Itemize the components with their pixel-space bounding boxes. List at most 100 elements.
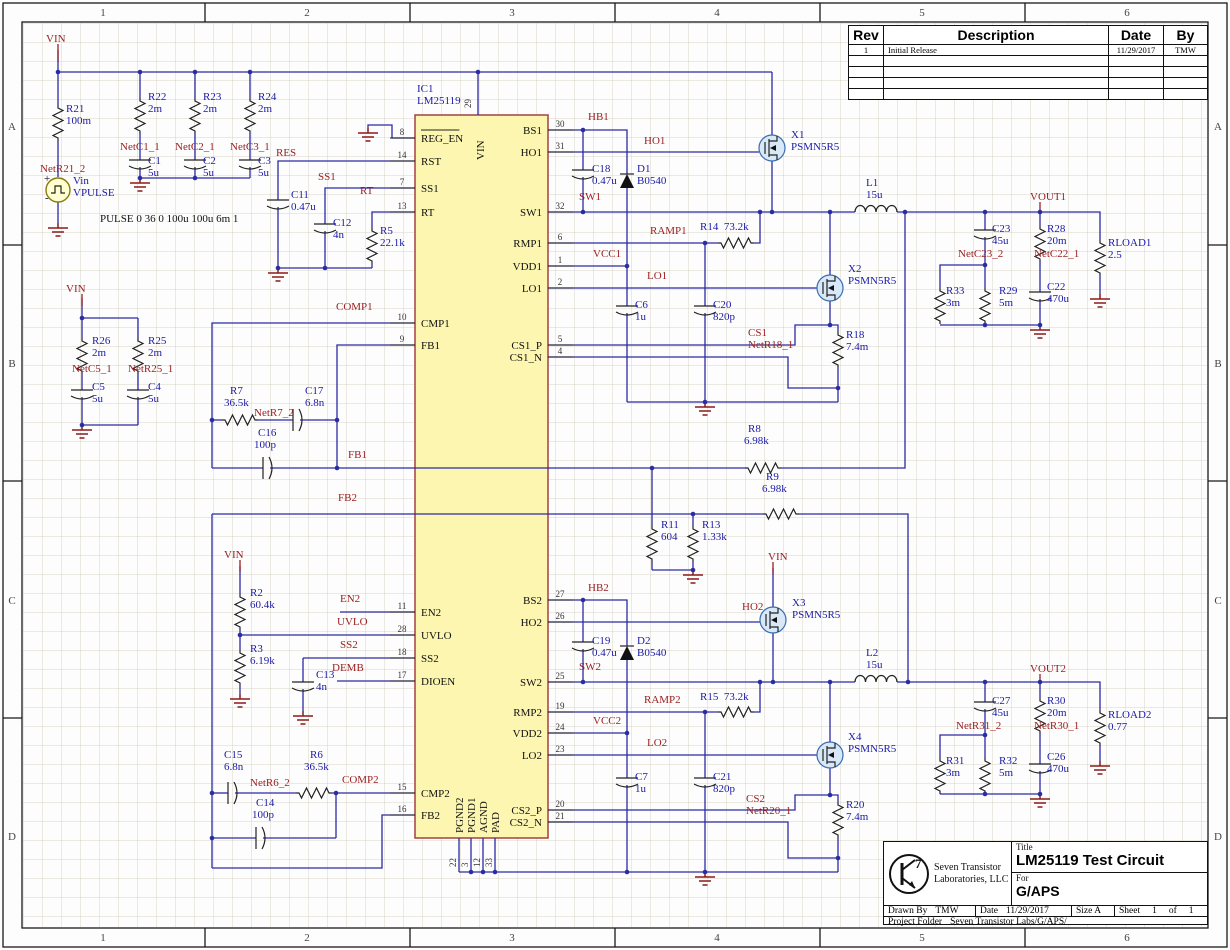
ref-label-c26: C26 bbox=[1047, 751, 1066, 763]
zone-row-label: D bbox=[1214, 831, 1222, 843]
ic-pin-number: 14 bbox=[398, 150, 408, 160]
wire-junction bbox=[480, 869, 486, 875]
wire-junction bbox=[334, 465, 340, 471]
capacitor-symbol bbox=[615, 783, 639, 788]
ref-label-ic1: IC1 bbox=[417, 83, 434, 95]
ic-pin-name: CS1_P bbox=[511, 340, 542, 352]
date-value: 11/29/2017 bbox=[1109, 45, 1164, 55]
ic-pin-name: RT bbox=[421, 207, 435, 219]
ref-label-45u: 45u bbox=[992, 235, 1009, 247]
ref-label-0-77: 0.77 bbox=[1108, 721, 1128, 733]
company-name: Seven Transistor Laboratories, LLC bbox=[934, 861, 1009, 885]
wire-junction bbox=[982, 262, 988, 268]
wire bbox=[754, 682, 761, 713]
ic-pin-name: CS2_P bbox=[511, 805, 542, 817]
ref-label-r11: R11 bbox=[661, 519, 679, 531]
ref-label-r31: R31 bbox=[946, 755, 965, 767]
capacitor-symbol bbox=[973, 235, 997, 240]
ref-label-psmn5r5: PSMN5R5 bbox=[791, 141, 840, 153]
ref-label-0-47u: 0.47u bbox=[592, 175, 617, 187]
wire-junction bbox=[322, 265, 328, 271]
ref-label-c12: C12 bbox=[333, 217, 352, 229]
resistor-symbol bbox=[978, 288, 992, 324]
zone-row-label: D bbox=[8, 831, 16, 843]
ic-pin-name: HO1 bbox=[521, 147, 542, 159]
net-label-rt: RT bbox=[360, 185, 374, 197]
ref-label-r6: R6 bbox=[310, 749, 323, 761]
capacitor-symbol bbox=[70, 395, 94, 400]
ic-pin-number: 31 bbox=[556, 141, 565, 151]
ic-pin-name: HO2 bbox=[521, 617, 542, 629]
ic-pin-name: SS2 bbox=[421, 653, 439, 665]
ref-label-5u: 5u bbox=[148, 393, 159, 405]
ic-pin-name: AGND bbox=[478, 801, 490, 833]
zone-col-label: 1 bbox=[100, 7, 106, 19]
ic-pin-name: CS1_N bbox=[510, 352, 542, 364]
wire-junction bbox=[905, 679, 911, 685]
wire-junction bbox=[192, 69, 198, 75]
ref-label-r28: R28 bbox=[1047, 223, 1066, 235]
ref-label-r32: R32 bbox=[999, 755, 1018, 767]
wire bbox=[754, 212, 761, 244]
ref-label-0-47u: 0.47u bbox=[291, 201, 316, 213]
resistor-symbol bbox=[233, 594, 247, 630]
wire-junction bbox=[237, 632, 243, 638]
wire-junction bbox=[55, 69, 61, 75]
zone-col-label: 3 bbox=[509, 932, 515, 944]
description-value: Initial Release bbox=[884, 45, 1109, 55]
ref-label-4n: 4n bbox=[316, 681, 327, 693]
wire-junction bbox=[982, 679, 988, 685]
ref-label-1u: 1u bbox=[635, 311, 646, 323]
ref-label-r21: R21 bbox=[66, 103, 85, 115]
ref-label-5m: 5m bbox=[999, 297, 1014, 309]
wire bbox=[939, 734, 985, 758]
ic-pin-number: 17 bbox=[398, 670, 408, 680]
net-label-ho2: HO2 bbox=[742, 601, 764, 613]
net-label-netc2-1: NetC2_1 bbox=[175, 141, 215, 153]
capacitor-symbol bbox=[298, 408, 303, 432]
net-label-ramp2: RAMP2 bbox=[644, 694, 681, 706]
ref-label-7-4m: 7.4m bbox=[846, 341, 869, 353]
ic-pin-number: 20 bbox=[556, 799, 566, 809]
for-label: For bbox=[1016, 873, 1029, 883]
net-label-netr7-2: NetR7_2 bbox=[254, 407, 294, 419]
zone-col-label: 5 bbox=[919, 7, 925, 19]
net-label-netr31-2: NetR31_2 bbox=[956, 720, 1002, 732]
schematic-title: LM25119 Test Circuit bbox=[1016, 852, 1165, 869]
ref-label-470u: 470u bbox=[1047, 293, 1069, 305]
net-label-netc22-1: NetC22_1 bbox=[1034, 248, 1080, 260]
ref-label-d2: D2 bbox=[637, 635, 651, 647]
resistor-symbol bbox=[831, 802, 845, 838]
capacitor-symbol bbox=[313, 229, 337, 234]
resistor-symbol bbox=[75, 338, 89, 374]
wire-junction bbox=[209, 417, 215, 423]
company-logo-icon: 7 bbox=[889, 853, 929, 894]
resistor-symbol bbox=[1033, 226, 1047, 262]
ref-label-c27: C27 bbox=[992, 695, 1011, 707]
wire-junction bbox=[580, 209, 586, 215]
wire-junction bbox=[982, 791, 988, 797]
ic-pin-number: 10 bbox=[398, 312, 408, 322]
ref-label-r5: R5 bbox=[380, 225, 393, 237]
resistor-symbol bbox=[222, 413, 258, 427]
resistor-symbol bbox=[133, 98, 147, 134]
wire-junction bbox=[192, 175, 198, 181]
ic-pin-name: UVLO bbox=[421, 630, 452, 642]
resistor-symbol bbox=[831, 332, 845, 368]
ic-pin-number: 2 bbox=[558, 277, 563, 287]
net-label-vcc2: VCC2 bbox=[593, 715, 622, 727]
ic-pin-name: LO1 bbox=[522, 283, 542, 295]
ref-label-c4: C4 bbox=[148, 381, 161, 393]
resistor-symbol bbox=[978, 758, 992, 794]
resistor-symbol bbox=[718, 236, 754, 250]
ref-label-820p: 820p bbox=[713, 311, 735, 323]
net-label-netc3-1: NetC3_1 bbox=[230, 141, 270, 153]
ic-body bbox=[414, 114, 549, 839]
ic-pin-number: 22 bbox=[448, 858, 458, 867]
wire bbox=[548, 356, 838, 389]
ref-label-c3: C3 bbox=[258, 155, 271, 167]
ref-label-r26: R26 bbox=[92, 335, 111, 347]
revision-row-empty bbox=[849, 56, 1207, 67]
wire-junction bbox=[334, 417, 340, 423]
ref-label-r29: R29 bbox=[999, 285, 1018, 297]
